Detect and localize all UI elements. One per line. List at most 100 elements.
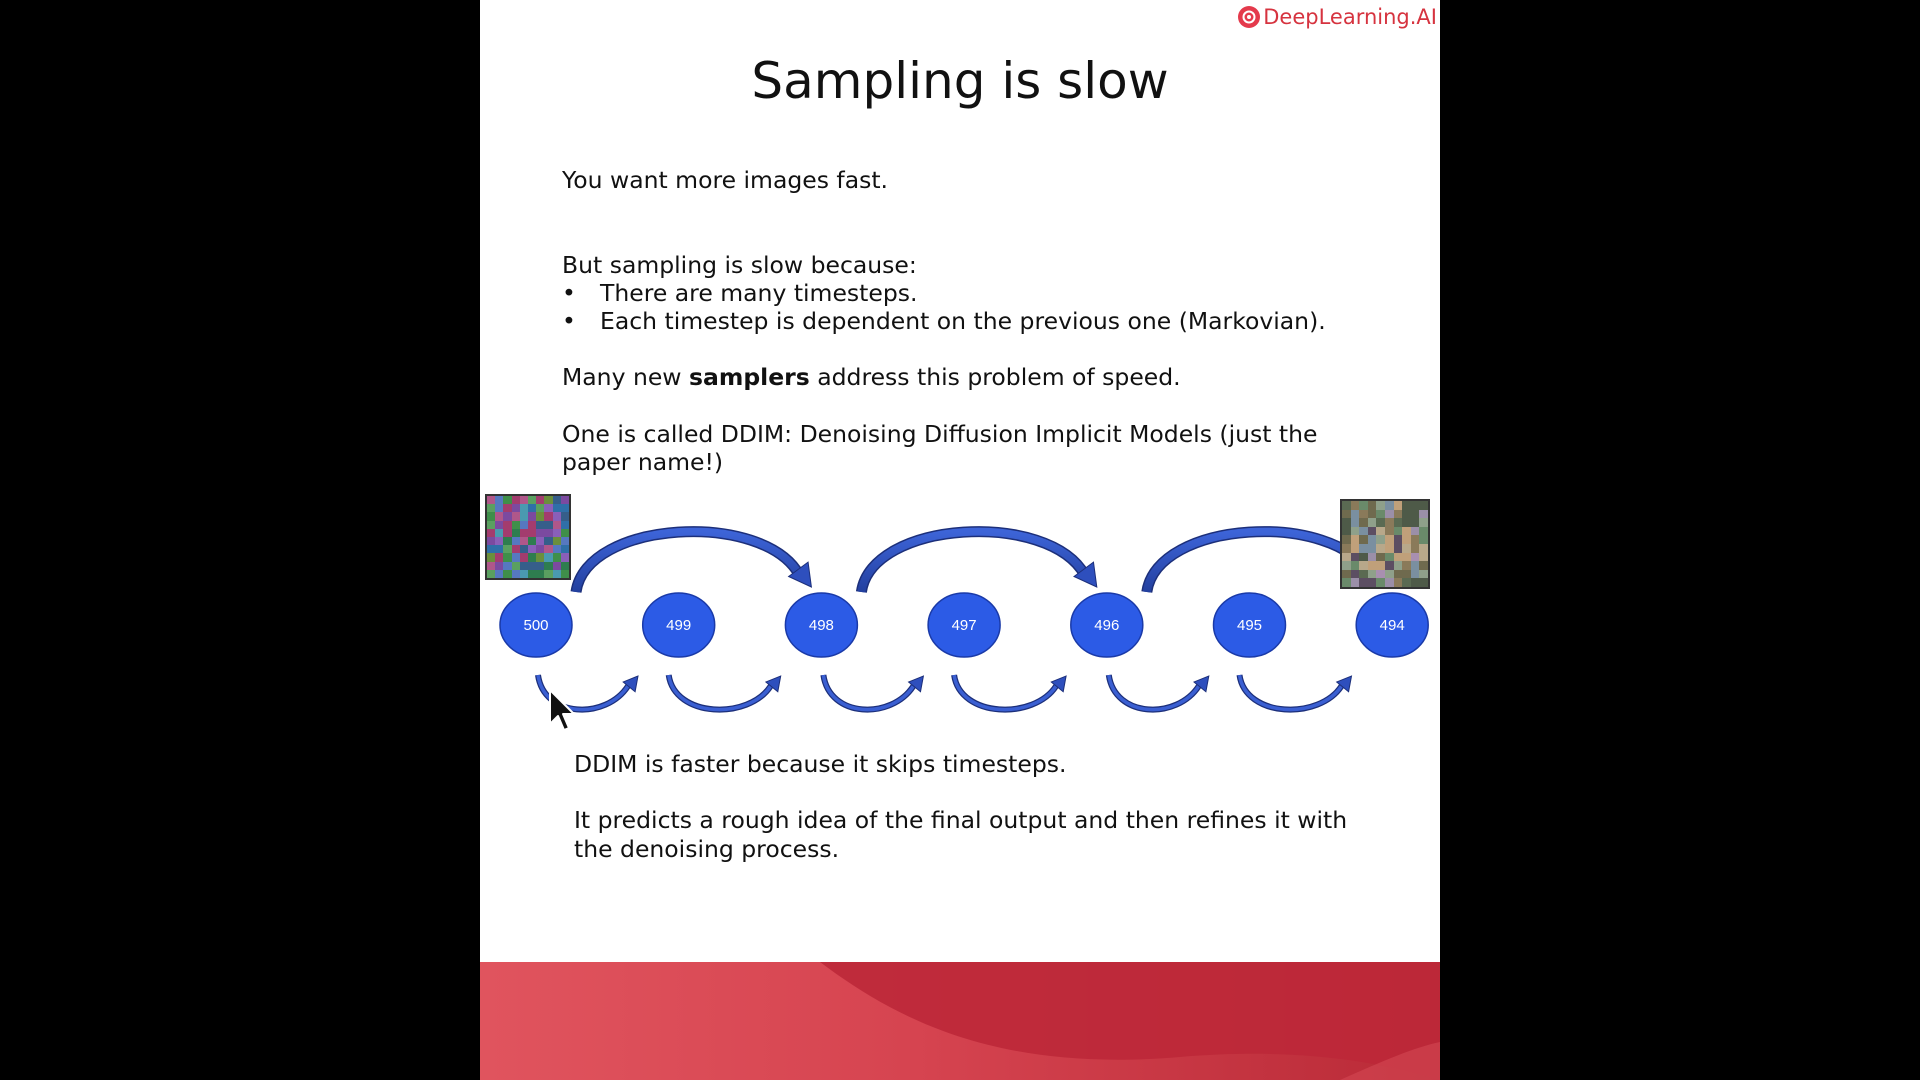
noise-pixel: [1350, 509, 1360, 519]
predict-line-1: It predicts a rough idea of the final ou…: [574, 806, 1348, 834]
noise-pixel: [495, 569, 504, 578]
noise-pixel: [544, 512, 553, 521]
noise-pixel: [1385, 526, 1394, 536]
noise-pixel: [1350, 561, 1360, 570]
bullet-text-1: There are many timesteps.: [600, 279, 918, 307]
noise-pixel: [1410, 518, 1420, 527]
noise-pixel: [552, 520, 561, 529]
noise-pixel: [495, 553, 504, 562]
noise-pixel: [544, 528, 553, 537]
noise-pixel: [1359, 501, 1368, 510]
noise-pixel: [1376, 501, 1385, 510]
noise-pixel: [511, 520, 520, 529]
noise-pixel: [536, 553, 545, 562]
bullet-text-2: Each timestep is dependent on the previo…: [600, 307, 1326, 335]
bullet-item-2: • Each timestep is dependent on the prev…: [562, 307, 1382, 335]
noise-pixel: [519, 528, 528, 537]
samplers-prefix: Many new: [562, 363, 689, 391]
noise-pixel: [503, 561, 512, 570]
noise-pixel: [1376, 569, 1385, 579]
noise-pixel: [1419, 501, 1428, 510]
noise-pixel: [1359, 526, 1368, 536]
noise-pixel: [495, 536, 504, 546]
deeplearning-ai-logo-icon: [1238, 6, 1261, 28]
noise-pixel: [511, 561, 520, 570]
timestep-label: 497: [952, 617, 977, 634]
noise-pixel: [536, 569, 545, 578]
noise-pixel: [495, 528, 504, 537]
noise-pixel: [519, 561, 528, 570]
noise-pixel: [560, 520, 569, 529]
noise-pixel: [1376, 518, 1385, 527]
noise-pixel: [1376, 552, 1385, 562]
noise-pixel: [560, 504, 569, 513]
noise-pixel: [1376, 544, 1385, 553]
step-arrow: [820, 674, 925, 713]
noise-pixel: [544, 569, 553, 578]
noise-pixel: [1410, 561, 1420, 570]
noise-pixel: [1419, 578, 1428, 587]
noise-pixel: [519, 553, 528, 562]
noise-pixel: [487, 536, 496, 546]
noise-pixel: [544, 545, 553, 554]
noise-pixel: [1393, 526, 1403, 536]
noise-pixel: [1385, 561, 1394, 570]
noise-pixel: [1385, 544, 1394, 553]
noise-pixel: [527, 504, 537, 513]
noise-pixel: [1350, 526, 1360, 536]
noise-pixel: [1410, 501, 1420, 510]
noise-pixel: [527, 536, 537, 546]
noise-pixel: [1367, 552, 1377, 562]
noise-pixel: [1367, 569, 1377, 579]
noise-pixel: [1350, 569, 1360, 579]
noise-pixel: [519, 545, 528, 554]
brand-name: DeepLearning.AI: [1263, 5, 1437, 29]
noise-pixel: [511, 512, 520, 521]
noise-pixel: [552, 536, 561, 546]
noise-pixel: [552, 561, 561, 570]
noise-pixel: [487, 569, 496, 578]
timestep-node-494: 494: [1355, 592, 1429, 658]
noise-pixel: [527, 569, 537, 578]
footer-wave-decoration: [480, 962, 1440, 1080]
timestep-node-499: 499: [641, 592, 716, 658]
noise-pixel: [1419, 535, 1428, 544]
noise-pixel: [1342, 569, 1351, 579]
noise-pixel: [1385, 518, 1394, 527]
timestep-label: 498: [809, 617, 834, 634]
noise-pixel: [1342, 535, 1351, 544]
noise-pixel: [1367, 526, 1377, 536]
noise-pixel: [503, 520, 512, 529]
timestep-label: 494: [1380, 617, 1405, 634]
noise-pixel: [544, 504, 553, 513]
timestep-label: 496: [1094, 617, 1119, 634]
step-arrow: [1236, 674, 1353, 713]
noise-pixel: [519, 504, 528, 513]
timestep-node-498: 498: [784, 592, 859, 658]
noise-pixel: [552, 496, 561, 505]
noise-pixel: [519, 536, 528, 546]
noise-pixel: [1359, 569, 1368, 579]
noise-pixel: [1367, 501, 1377, 510]
slide: DeepLearning.AI Sampling is slow You wan…: [480, 0, 1440, 1080]
predict-line-2: the denoising process.: [574, 835, 840, 863]
noise-pixel: [487, 520, 496, 529]
noise-pixel: [1359, 509, 1368, 519]
intro-text: You want more images fast.: [562, 166, 889, 194]
noise-pixel: [1419, 518, 1428, 527]
brand-logo-block: DeepLearning.AI: [1238, 5, 1437, 29]
noise-pixel: [560, 545, 569, 554]
noise-pixel: [1393, 569, 1403, 579]
noise-pixel: [1350, 518, 1360, 527]
samplers-bold: samplers: [689, 363, 810, 391]
noise-pixel: [495, 504, 504, 513]
noise-pixel: [1342, 578, 1351, 587]
ddim-line-1: One is called DDIM: Denoising Diffusion …: [562, 420, 1318, 448]
noise-pixel: [519, 520, 528, 529]
noise-pixel: [495, 512, 504, 521]
partially-denoised-image: [1340, 499, 1430, 589]
noise-pixel: [1385, 578, 1394, 587]
noise-pixel: [511, 569, 520, 578]
step-arrow: [1105, 674, 1210, 713]
